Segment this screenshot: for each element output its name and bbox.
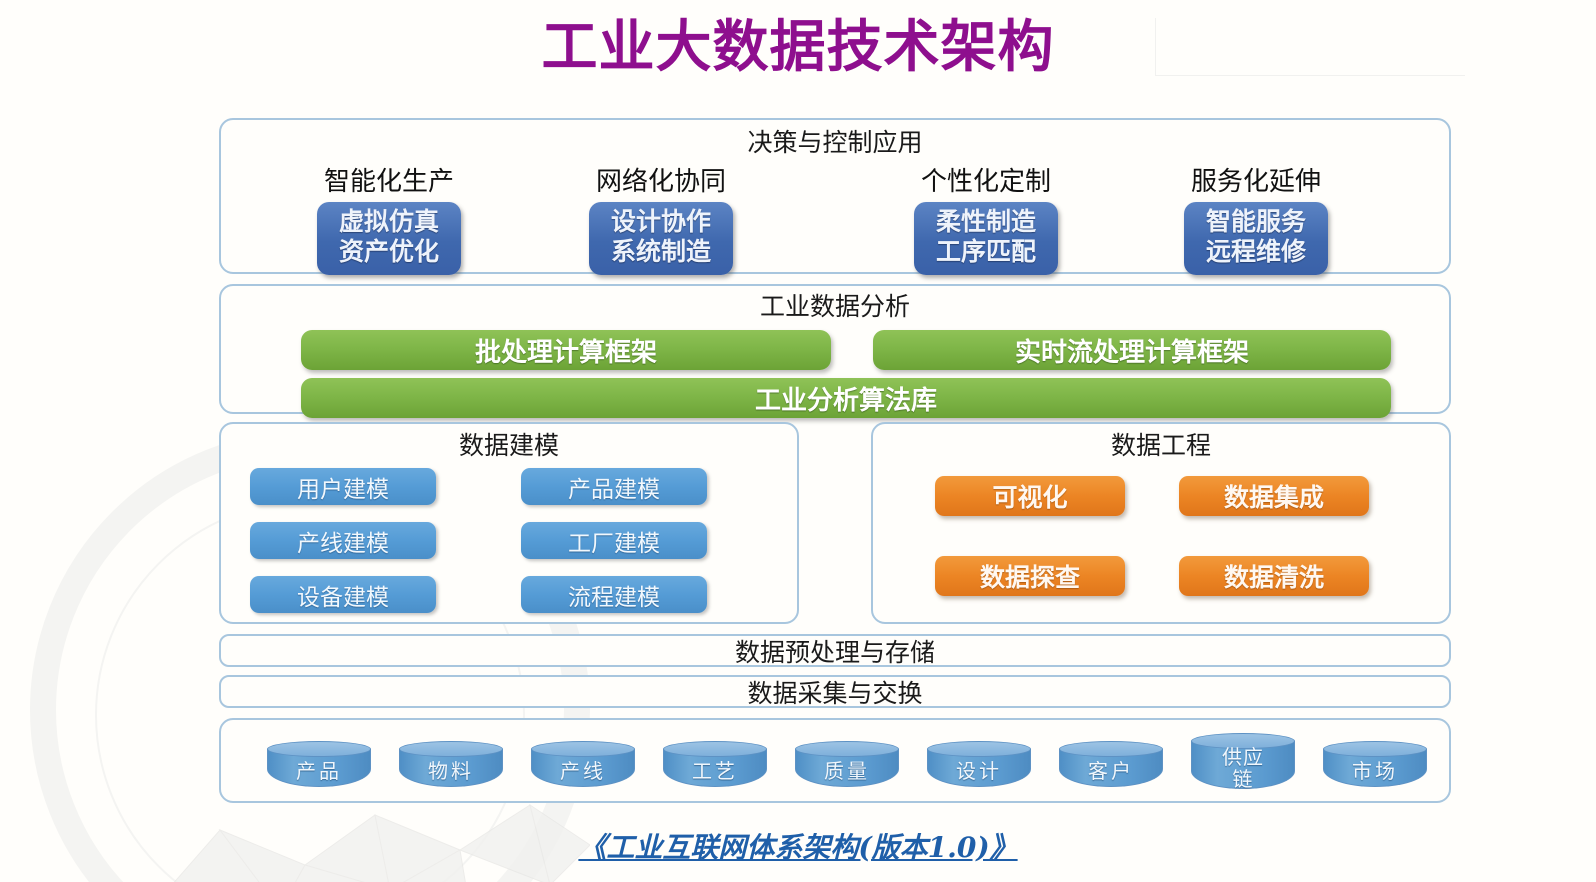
source-cylinder-production-line[interactable]: 产线	[531, 741, 635, 787]
modeling-button-production-line[interactable]: 产线建模	[250, 522, 436, 559]
pill-line-1: 柔性制造	[935, 207, 1036, 236]
modeling-button-process[interactable]: 流程建模	[521, 576, 707, 613]
source-label: 客户	[1088, 759, 1134, 783]
source-cylinder-quality[interactable]: 质量	[795, 741, 899, 787]
layer-modeling-title: 数据建模	[458, 431, 559, 460]
application-pill-flexible-manufacturing[interactable]: 柔性制造 工序匹配	[913, 202, 1058, 275]
application-column-personalized-customization: 个性化定制 柔性制造 工序匹配	[836, 166, 1136, 275]
application-pill-smart-service[interactable]: 智能服务 远程维修	[1183, 202, 1328, 275]
column-heading: 个性化定制	[920, 167, 1051, 197]
source-cylinder-supply-chain[interactable]: 供应链	[1191, 733, 1295, 791]
engineering-button-data-cleansing[interactable]: 数据清洗	[1179, 556, 1369, 596]
source-cylinder-material[interactable]: 物料	[399, 741, 503, 787]
modeling-button-factory[interactable]: 工厂建模	[521, 522, 707, 559]
layer-engineering-title: 数据工程	[1110, 431, 1211, 460]
application-columns: 智能化生产 虚拟仿真 资产优化 网络化协同 设计协作 系统制造 个性化定制 柔性…	[221, 166, 1449, 275]
layer-acquisition-bar[interactable]: 数据采集与交换	[219, 675, 1451, 708]
column-heading: 网络化协同	[595, 167, 726, 197]
source-label: 物料	[428, 759, 474, 783]
layer-analytics-panel: 工业数据分析 批处理计算框架 实时流处理计算框架 工业分析算法库	[219, 284, 1451, 418]
layer-sources-panel: 产品 物料 产线 工艺 质量 设计 客户 供应链	[219, 718, 1451, 803]
application-column-service-extension: 服务化延伸 智能服务 远程维修	[1106, 166, 1406, 275]
application-pill-design-collaboration[interactable]: 设计协作 系统制造	[588, 202, 733, 275]
source-label: 供应链	[1222, 745, 1264, 791]
source-label: 工艺	[692, 759, 738, 783]
layer-analytics-title: 工业数据分析	[759, 292, 910, 321]
cylinder-top	[927, 741, 1031, 757]
pill-line-1: 设计协作	[610, 207, 711, 236]
modeling-button-user[interactable]: 用户建模	[250, 468, 436, 505]
engineering-button-data-exploration[interactable]: 数据探查	[935, 556, 1125, 596]
cylinder-body	[531, 749, 635, 787]
pill-line-1: 智能服务	[1205, 207, 1306, 236]
analytics-bar-batch-framework[interactable]: 批处理计算框架	[301, 330, 831, 370]
application-pill-virtual-simulation[interactable]: 虚拟仿真 资产优化	[316, 202, 461, 275]
application-column-networked-collaboration: 网络化协同 设计协作 系统制造	[511, 166, 811, 275]
cylinder-body	[1191, 741, 1295, 789]
cylinder-top	[399, 741, 503, 757]
layer-modeling-panel: 数据建模 用户建模 产品建模 产线建模 工厂建模 设备建模 流程建模	[219, 422, 799, 624]
cylinder-top	[795, 741, 899, 757]
pill-line-2: 工序匹配	[935, 237, 1036, 266]
source-cylinder-customer[interactable]: 客户	[1059, 741, 1163, 787]
source-label: 设计	[956, 759, 1002, 783]
analytics-bar-algorithm-library[interactable]: 工业分析算法库	[301, 378, 1391, 418]
column-heading: 服务化延伸	[1190, 167, 1321, 197]
source-label: 市场	[1352, 759, 1398, 783]
source-cylinder-design[interactable]: 设计	[927, 741, 1031, 787]
analytics-bar-stream-framework[interactable]: 实时流处理计算框架	[873, 330, 1391, 370]
cylinder-top	[267, 741, 371, 757]
cylinder-top	[1323, 741, 1427, 757]
modeling-button-product[interactable]: 产品建模	[521, 468, 707, 505]
engineering-button-visualization[interactable]: 可视化	[935, 476, 1125, 516]
modeling-button-equipment[interactable]: 设备建模	[250, 576, 436, 613]
pill-line-2: 远程维修	[1205, 237, 1306, 266]
source-cylinder-product[interactable]: 产品	[267, 741, 371, 787]
pill-line-2: 系统制造	[610, 237, 711, 266]
application-column-intelligent-production: 智能化生产 虚拟仿真 资产优化	[239, 166, 539, 275]
engineering-button-data-integration[interactable]: 数据集成	[1179, 476, 1369, 516]
layer-application-panel: 决策与控制应用 智能化生产 虚拟仿真 资产优化 网络化协同 设计协作 系统制造 …	[219, 118, 1451, 275]
source-cylinder-craft[interactable]: 工艺	[663, 741, 767, 787]
source-label: 质量	[824, 759, 870, 783]
cylinder-top	[1191, 733, 1295, 749]
cylinder-body	[1323, 749, 1427, 787]
cylinder-top	[1059, 741, 1163, 757]
pill-line-1: 虚拟仿真	[338, 207, 439, 236]
source-label: 产品	[296, 759, 342, 783]
page-title: 工业大数据技术架构	[541, 15, 1055, 80]
column-heading: 智能化生产	[323, 167, 454, 197]
source-label: 产线	[560, 759, 606, 783]
title-placeholder-box	[1155, 18, 1465, 76]
cylinder-top	[531, 741, 635, 757]
cylinder-top	[663, 741, 767, 757]
layer-engineering-panel: 数据工程 可视化 数据集成 数据探查 数据清洗	[871, 422, 1451, 624]
source-reference-link[interactable]: 《工业互联网体系架构(版本1.0)》	[578, 831, 1018, 864]
source-cylinder-market[interactable]: 市场	[1323, 741, 1427, 787]
layer-preprocessing-bar[interactable]: 数据预处理与存储	[219, 634, 1451, 667]
pill-line-2: 资产优化	[338, 237, 439, 266]
layer-application-title: 决策与控制应用	[747, 128, 923, 157]
